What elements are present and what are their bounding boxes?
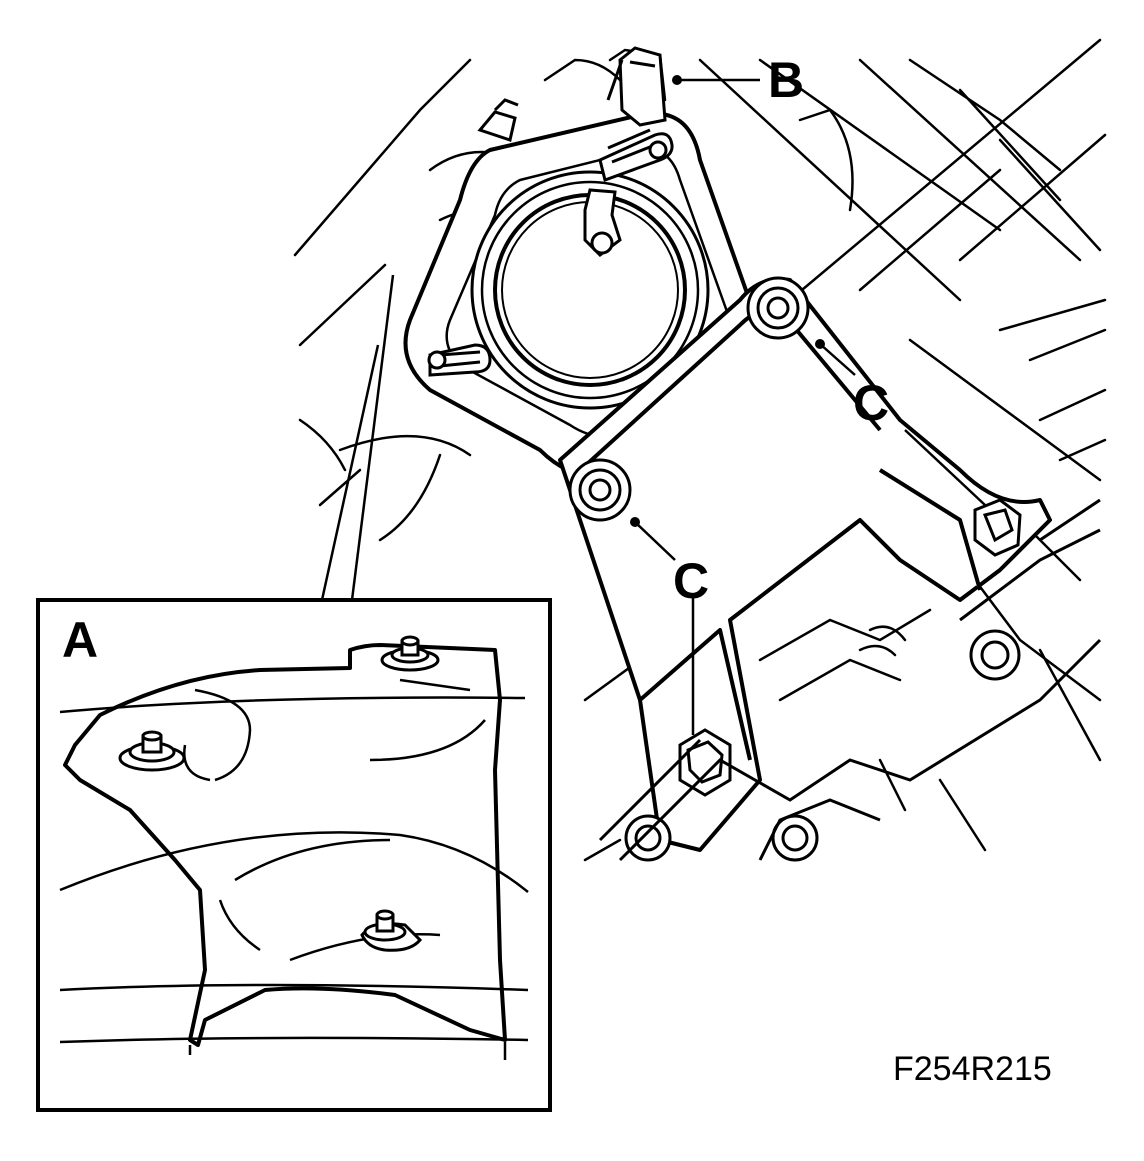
flange-bore — [470, 170, 710, 410]
callout-c-upper: C — [853, 375, 889, 431]
pipe-b — [606, 46, 667, 127]
bolt-c-right — [973, 498, 1022, 557]
leader-lines — [320, 78, 986, 735]
detail-inset-a — [36, 598, 552, 1112]
inset-detail-lines — [59, 678, 529, 1060]
manifold-gasket-outline — [598, 498, 1102, 862]
inset-fastener-left — [118, 730, 186, 772]
bolt-c-middle — [568, 458, 632, 522]
engine-background-lines — [293, 38, 1107, 862]
manifold-lower-bolts — [624, 629, 1021, 862]
sensor-stud — [477, 98, 622, 257]
callout-b: B — [768, 52, 804, 108]
inset-fastener-top — [380, 635, 440, 672]
leader-dots — [630, 75, 825, 527]
figure-id: F254R215 — [893, 1050, 1052, 1088]
callout-a: A — [62, 612, 98, 668]
inset-fastener-bottom — [360, 909, 423, 952]
callout-c-lower: C — [673, 553, 709, 609]
bolt-c-upper-left — [746, 276, 810, 340]
